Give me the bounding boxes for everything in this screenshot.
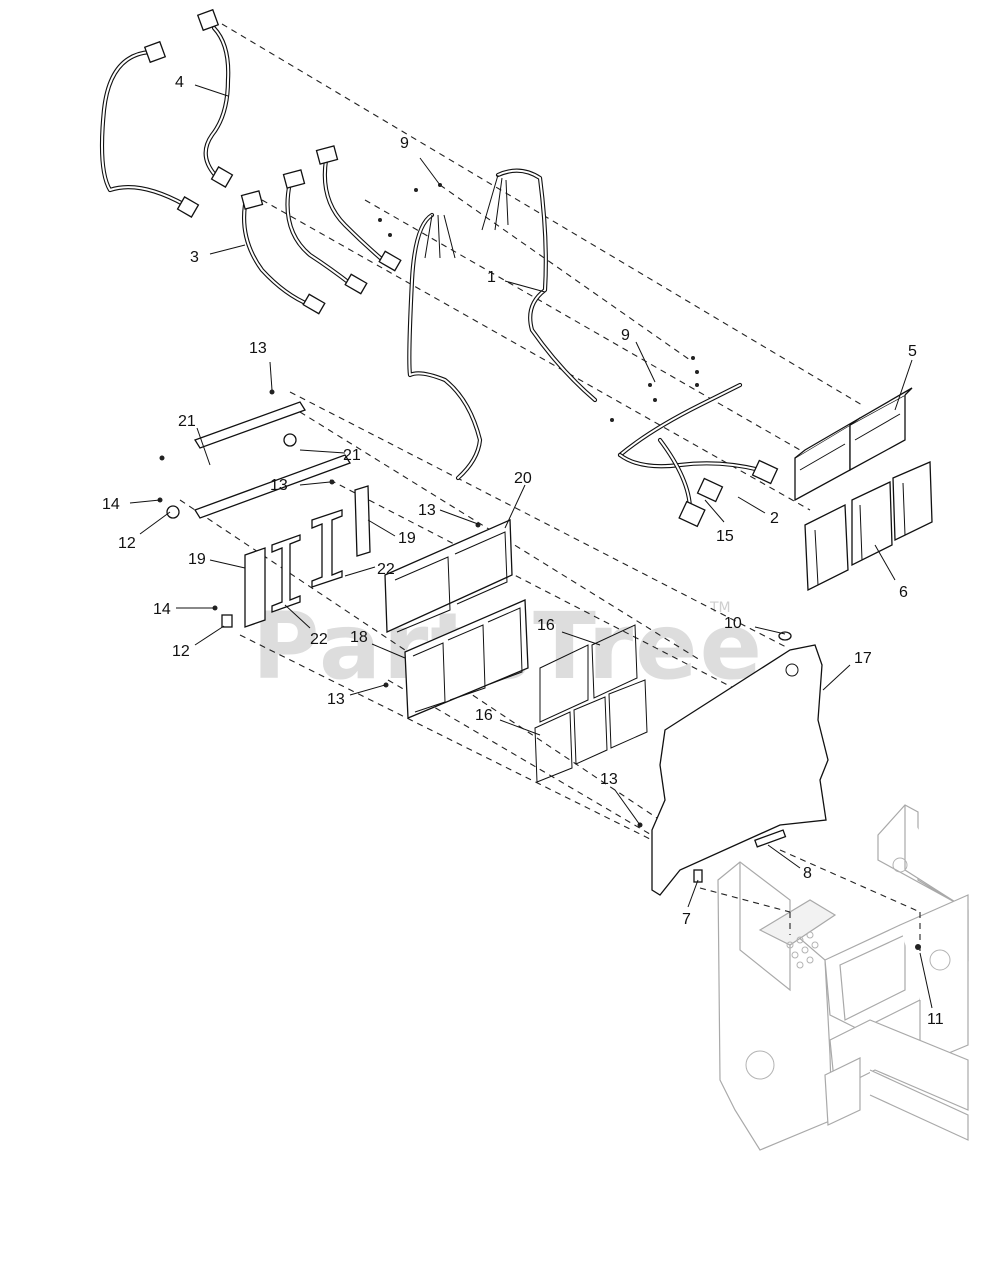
callout-13a: 13 (249, 340, 267, 357)
callout-14b: 14 (153, 601, 171, 618)
callout-11: 11 (927, 1011, 944, 1028)
plate-18 (404, 599, 529, 719)
callout-12b: 12 (172, 643, 190, 660)
callout-5: 5 (908, 343, 917, 360)
plate-20 (384, 519, 513, 633)
watermark-tm: TM (709, 600, 731, 616)
bracket-21 (194, 401, 351, 519)
wire-harness-1 (407, 168, 598, 481)
panel-17 (651, 644, 829, 896)
callout-22b: 22 (310, 631, 328, 648)
callout-13e: 13 (600, 771, 618, 788)
callout-10: 10 (724, 615, 742, 632)
callout-13d: 13 (327, 691, 345, 708)
callout-18: 18 (350, 629, 368, 646)
callout-8: 8 (803, 865, 812, 882)
wire-harness-3 (240, 145, 402, 315)
callout-15: 15 (716, 528, 734, 545)
callout-7: 7 (682, 911, 691, 928)
chassis-frame (717, 804, 969, 1151)
wire-harness-4 (99, 8, 234, 218)
callout-19b: 19 (398, 530, 416, 547)
leader-lines (129, 84, 933, 1009)
bracket-19 (244, 485, 371, 628)
callout-4: 4 (175, 74, 184, 91)
controller-module-6 (804, 461, 933, 592)
callout-6: 6 (899, 584, 908, 601)
callout-9a: 9 (400, 135, 409, 152)
callout-22a: 22 (377, 561, 395, 578)
callout-2: 2 (770, 510, 779, 527)
controller-module-5 (794, 387, 913, 502)
callout-13c: 13 (418, 502, 436, 519)
callout-19a: 19 (188, 551, 206, 568)
callout-9b: 9 (621, 327, 630, 344)
callout-17: 17 (854, 650, 872, 667)
hardware (157, 183, 921, 950)
callout-14a: 14 (102, 496, 120, 513)
callout-20: 20 (514, 470, 532, 487)
callout-1: 1 (487, 269, 496, 286)
bracket-22 (271, 509, 343, 613)
callout-12a: 12 (118, 535, 136, 552)
callouts: 1 2 3 4 5 6 7 8 9 9 10 11 12 12 13 13 13… (102, 74, 944, 1028)
wire-harness-2 (617, 382, 779, 528)
callout-16a: 16 (537, 617, 555, 634)
callout-16b: 16 (475, 707, 493, 724)
callout-13b: 13 (270, 477, 288, 494)
callout-21a: 21 (178, 413, 196, 430)
insulation-16 (534, 624, 648, 783)
callout-21b: 21 (343, 447, 361, 464)
callout-3: 3 (190, 249, 199, 266)
